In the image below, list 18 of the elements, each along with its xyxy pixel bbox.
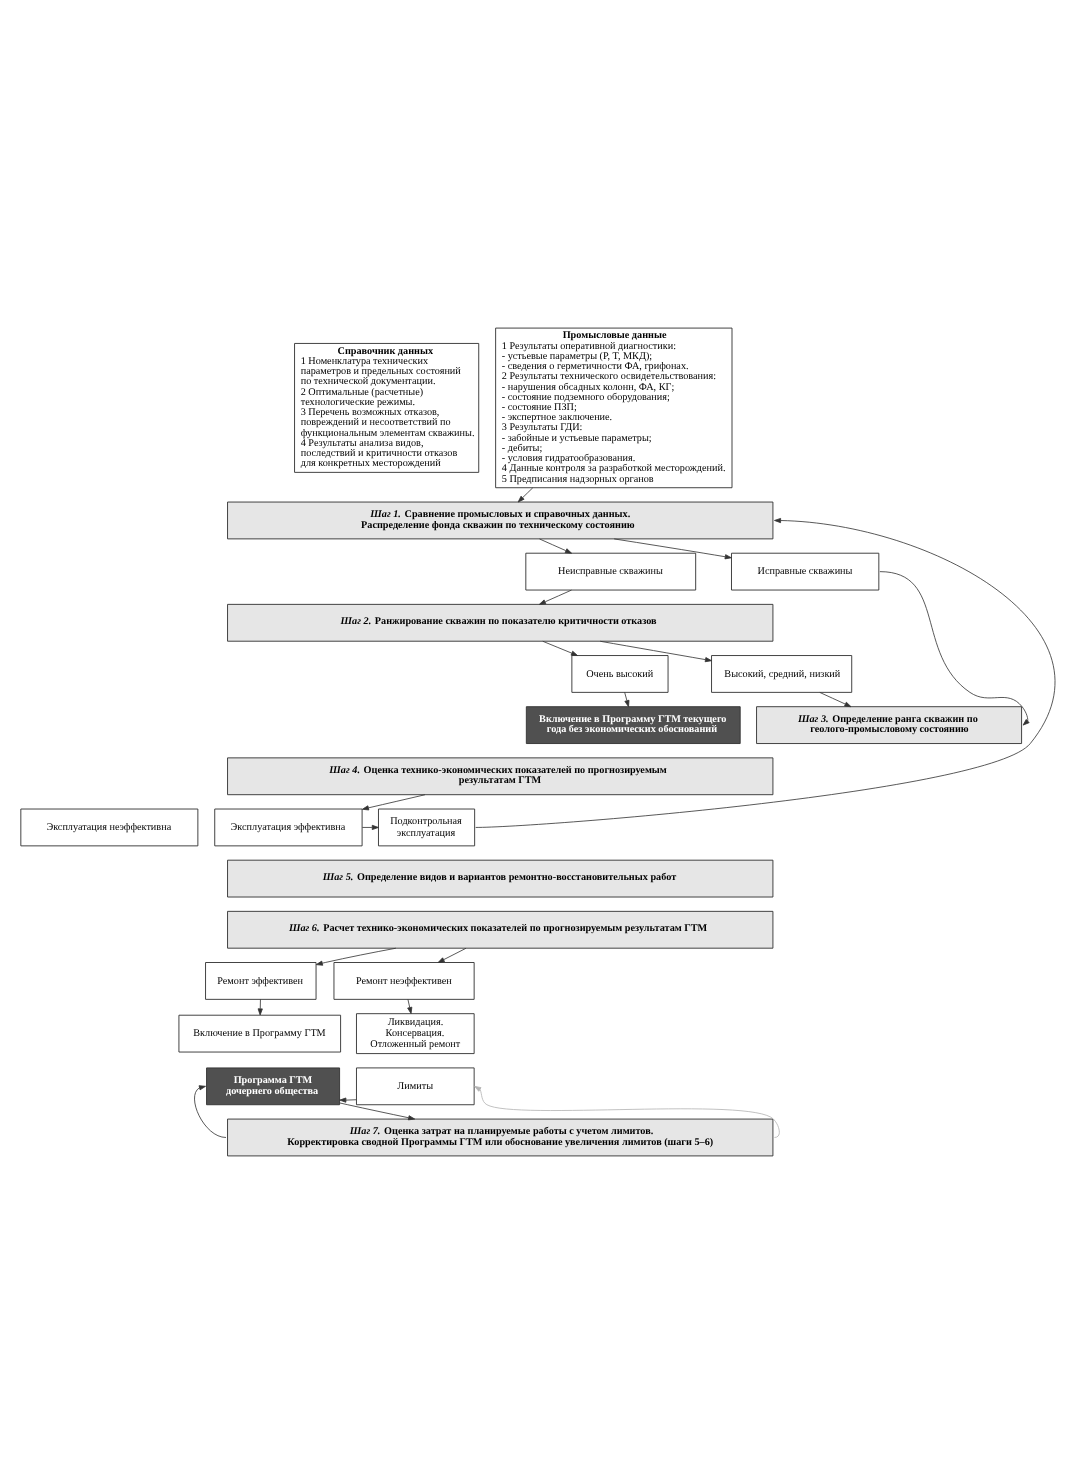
arrow [539,589,572,605]
arrow [624,692,630,708]
arrow [819,692,852,708]
arrow [194,1085,227,1138]
arrow [474,1085,780,1138]
arrow [361,824,379,830]
arrow [407,999,413,1014]
arrow [539,538,572,554]
arrow [542,640,578,656]
arrow [339,1097,357,1103]
arrow [517,487,534,503]
arrow [475,517,1056,828]
arrow [599,640,712,663]
arrow [437,947,467,963]
arrow [339,1102,416,1121]
arrow [361,794,426,811]
arrow [257,999,263,1016]
arrow [879,571,1030,726]
